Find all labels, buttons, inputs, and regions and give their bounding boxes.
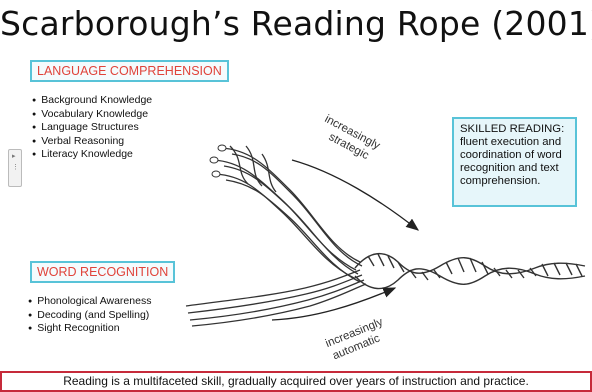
skilled-reading-body: fluent execution and coordination of wor… xyxy=(460,136,562,187)
rope-twist xyxy=(355,254,585,289)
skilled-reading-heading: SKILLED READING: xyxy=(460,123,569,136)
strategic-arrow xyxy=(292,160,418,230)
skilled-reading-box: SKILLED READING: fluent execution and co… xyxy=(452,117,577,207)
footer-caption: Reading is a multifaceted skill, gradual… xyxy=(0,371,592,392)
upper-strands xyxy=(214,146,362,282)
lower-strands xyxy=(186,270,366,326)
